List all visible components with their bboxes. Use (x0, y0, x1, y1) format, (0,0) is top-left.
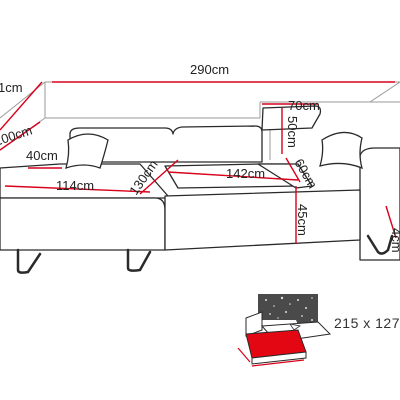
leg-height-label: 4cm (389, 228, 400, 253)
back-depth-label: 70cm (288, 98, 320, 113)
chaise-length-label: 100cm (0, 123, 34, 149)
measure-lines (0, 81, 397, 244)
bed-conversion-icon (237, 294, 332, 367)
main-seat-label: 142cm (226, 166, 265, 181)
total-width-label: 290cm (190, 62, 229, 77)
chaise-seat-label: 114cm (56, 178, 94, 193)
bed-starry-dots (265, 296, 313, 321)
seat-height-label: 45cm (295, 204, 310, 236)
throw-pillows (65, 131, 363, 170)
sofa-outline (0, 105, 400, 261)
armrest-width-label: 40cm (26, 148, 58, 163)
sofa-legs (16, 234, 394, 274)
depth-left-label: 1cm (0, 80, 23, 95)
back-height-label: 50cm (285, 116, 300, 148)
bed-size-label: 215 x 127 (334, 315, 400, 331)
